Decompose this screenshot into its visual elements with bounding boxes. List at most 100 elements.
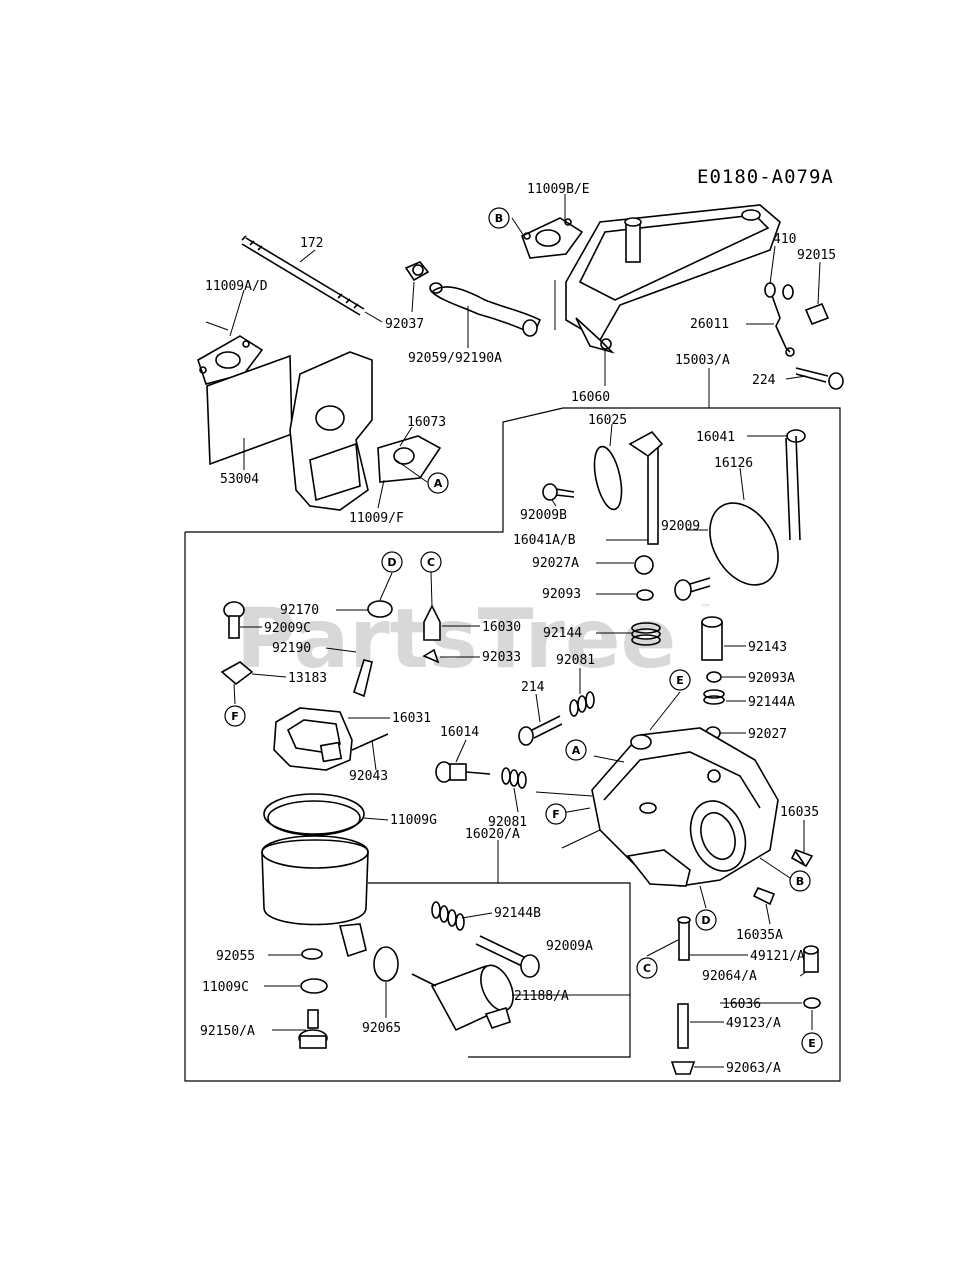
part-label-92190: 92190 bbox=[272, 641, 311, 656]
svg-text:F: F bbox=[231, 710, 239, 723]
gasket-f-part bbox=[377, 435, 442, 483]
oring-92055-part bbox=[301, 948, 323, 960]
spring-92144a-part bbox=[703, 689, 725, 705]
part-label-16060: 16060 bbox=[571, 390, 610, 405]
part-label-92063: 92063/A bbox=[726, 1061, 781, 1076]
part-label-11009be: 11009B/E bbox=[527, 182, 590, 197]
float-bowl-part bbox=[261, 835, 369, 958]
part-label-16073: 16073 bbox=[407, 415, 446, 430]
part-label-92037: 92037 bbox=[385, 317, 424, 332]
part-label-92143: 92143 bbox=[748, 640, 787, 655]
part-label-16041ab: 16041A/B bbox=[513, 533, 576, 548]
svg-text:C: C bbox=[643, 962, 651, 975]
screw-92009c-part bbox=[223, 601, 245, 639]
svg-text:E: E bbox=[676, 674, 684, 687]
washer-part bbox=[764, 282, 776, 298]
breather-tube-part bbox=[429, 282, 542, 337]
float-bowl-group-outline bbox=[368, 882, 631, 1058]
part-label-92009: 92009 bbox=[661, 519, 700, 534]
choke-shaft-part bbox=[628, 430, 664, 545]
part-label-92027a: 92027A bbox=[532, 556, 579, 571]
part-label-16036: 16036 bbox=[722, 997, 761, 1012]
spring-92144b-part bbox=[431, 901, 465, 931]
carburetor-assembly-outline bbox=[184, 407, 841, 1082]
part-label-11009ad: 11009A/D bbox=[205, 279, 268, 294]
part-label-92059: 92059/92190A bbox=[408, 351, 502, 366]
part-label-92064: 92064/A bbox=[702, 969, 757, 984]
part-label-16041: 16041 bbox=[696, 430, 735, 445]
part-label-16025: 16025 bbox=[588, 413, 627, 428]
part-label-92093: 92093 bbox=[542, 587, 581, 602]
part-label-16031: 16031 bbox=[392, 711, 431, 726]
washer-92065-part bbox=[373, 946, 399, 982]
washer-92093-part bbox=[636, 589, 654, 601]
svg-text:A: A bbox=[572, 744, 581, 757]
part-label-92009a: 92009A bbox=[546, 939, 593, 954]
clamp-part bbox=[404, 261, 430, 282]
svg-text:B: B bbox=[495, 212, 503, 225]
bolt-224-part bbox=[795, 367, 844, 390]
callout-e-lower: E bbox=[801, 1032, 823, 1054]
callout-b-lower: B bbox=[789, 870, 811, 892]
part-label-92081-lower: 92081 bbox=[488, 815, 527, 830]
carburetor-body-part bbox=[591, 727, 779, 887]
part-label-92081-upper: 92081 bbox=[556, 653, 595, 668]
drain-screw-part bbox=[298, 1009, 328, 1049]
pin-92190-part bbox=[353, 659, 373, 698]
part-label-172: 172 bbox=[300, 236, 323, 251]
callout-e-upper: E bbox=[669, 669, 691, 691]
part-label-92055: 92055 bbox=[216, 949, 255, 964]
svg-text:B: B bbox=[796, 875, 804, 888]
part-label-92015: 92015 bbox=[797, 248, 836, 263]
part-label-13183: 13183 bbox=[288, 671, 327, 686]
collar-92143-part bbox=[701, 616, 723, 661]
callout-b-upper: B bbox=[488, 207, 510, 229]
nut-part bbox=[804, 302, 830, 326]
callout-f-left: F bbox=[224, 705, 246, 727]
part-label-92144b: 92144B bbox=[494, 906, 541, 921]
washer-410-part bbox=[782, 284, 794, 300]
part-labels: 11009B/E 172 11009A/D 410 92015 92037 26… bbox=[200, 182, 836, 1076]
part-label-224: 224 bbox=[752, 373, 776, 388]
watermark: PartsTree bbox=[236, 592, 676, 687]
air-cleaner-base-part bbox=[565, 204, 781, 354]
part-label-16035: 16035 bbox=[780, 805, 819, 820]
float-valve-part bbox=[423, 604, 441, 641]
screw-92009b-part bbox=[542, 483, 575, 501]
bowl-gasket-part bbox=[263, 793, 365, 835]
insulator-manifold-part bbox=[289, 351, 373, 511]
part-label-92144a: 92144A bbox=[748, 695, 795, 710]
spring-92081-part bbox=[569, 691, 595, 717]
idle-screw-16014-part bbox=[435, 761, 491, 783]
svg-text:C: C bbox=[427, 556, 435, 569]
callout-a-upper: A bbox=[427, 472, 449, 494]
callout-d-lower: D bbox=[695, 909, 717, 931]
nipple-16035-part bbox=[790, 848, 814, 868]
pilot-jet-92064-part bbox=[803, 945, 819, 973]
part-label-16014: 16014 bbox=[440, 725, 479, 740]
clip-part bbox=[422, 648, 440, 664]
plate-92170-part bbox=[367, 600, 393, 618]
part-label-16030: 16030 bbox=[482, 620, 521, 635]
callout-c-lower: C bbox=[636, 957, 658, 979]
part-label-92009c: 92009C bbox=[264, 621, 311, 636]
svg-text:E: E bbox=[808, 1037, 816, 1050]
main-jet-92063-part bbox=[670, 1061, 696, 1075]
screw-214-part bbox=[518, 715, 563, 746]
part-label-92043: 92043 bbox=[349, 769, 388, 784]
part-label-92033: 92033 bbox=[482, 650, 521, 665]
spring-92144-part bbox=[631, 622, 661, 646]
emulsion-tube-49123-part bbox=[677, 1003, 689, 1049]
gasket-b-part bbox=[520, 217, 584, 259]
choke-plate-part bbox=[593, 445, 623, 511]
washer-92093a-part bbox=[706, 671, 722, 683]
watermark-trademark: ™ bbox=[700, 602, 711, 615]
part-label-214: 214 bbox=[521, 680, 545, 695]
bushing-part bbox=[634, 555, 654, 575]
float-part bbox=[273, 707, 353, 771]
part-label-26011: 26011 bbox=[690, 317, 729, 332]
solenoid-part bbox=[411, 964, 514, 1032]
oring-16036-part bbox=[803, 997, 821, 1009]
part-label-53004: 53004 bbox=[220, 472, 259, 487]
